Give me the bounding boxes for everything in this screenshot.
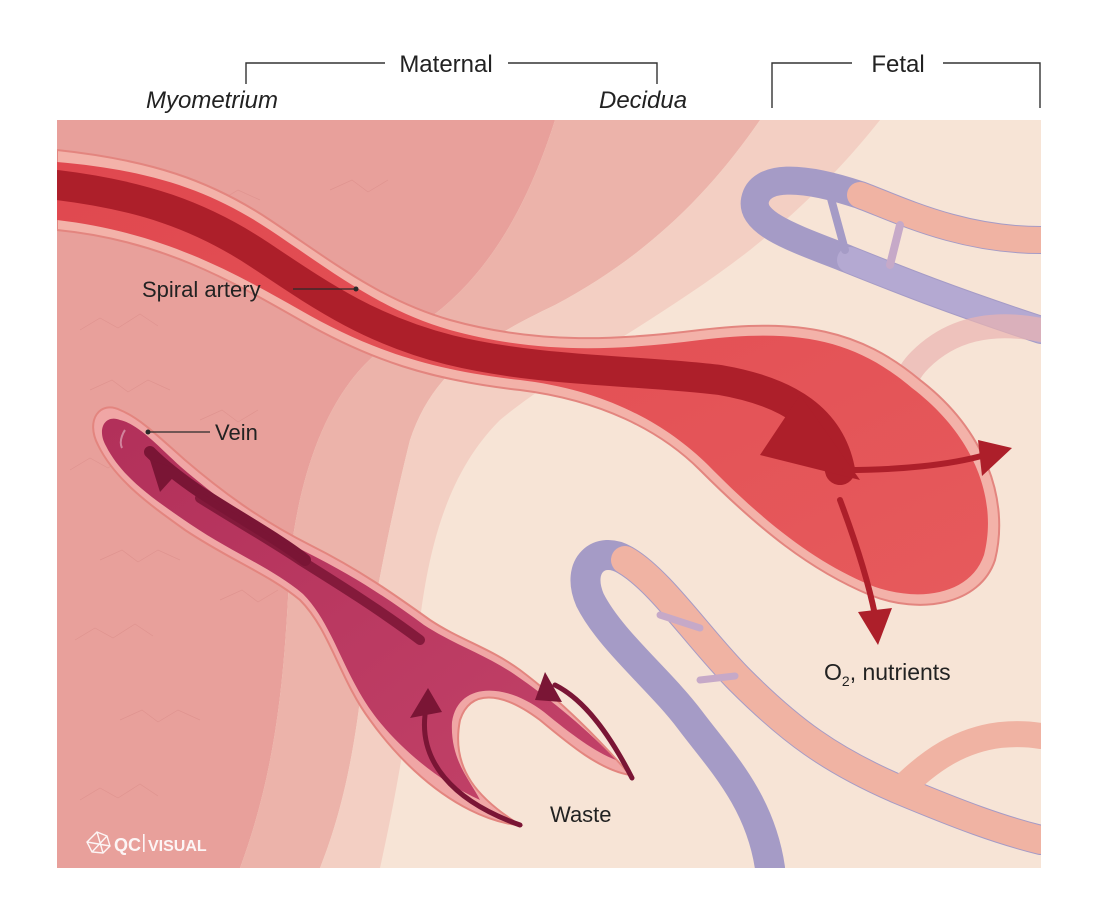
vein-label: Vein	[215, 420, 258, 445]
logo-mark-icon	[86, 831, 111, 854]
spiral-artery	[57, 148, 1001, 606]
nutrients-text: , nutrients	[850, 659, 951, 685]
logo-divider	[143, 834, 145, 852]
spiral-artery-pointer	[353, 286, 359, 292]
vein-arrowhead	[150, 460, 180, 492]
o2-nutrients-label: O2, nutrients	[824, 659, 951, 689]
nutrient-arrows	[837, 440, 1012, 645]
spiral-artery-label: Spiral artery	[142, 277, 261, 302]
qc-visual-logo: QC VISUAL	[86, 831, 207, 855]
fetal-bracket	[771, 62, 1041, 108]
tissue-panel: QC VISUAL	[57, 120, 1041, 868]
logo-suffix: VISUAL	[148, 838, 207, 855]
artery-arrowhead	[760, 395, 860, 480]
myometrium-label: Myometrium	[146, 87, 278, 114]
o2-symbol: O	[824, 659, 842, 685]
o2-subscript: 2	[842, 673, 850, 689]
decidua-label: Decidua	[599, 87, 687, 114]
fetal-villus-lower	[570, 540, 1041, 868]
maternal-vein	[92, 406, 635, 828]
fetal-header: Fetal	[871, 51, 924, 78]
maternal-header: Maternal	[399, 51, 492, 78]
waste-label: Waste	[550, 802, 612, 827]
logo-brand: QC	[114, 835, 141, 855]
vein-pointer	[145, 429, 151, 435]
callout-lines	[148, 288, 356, 433]
maternal-bracket	[245, 62, 658, 84]
